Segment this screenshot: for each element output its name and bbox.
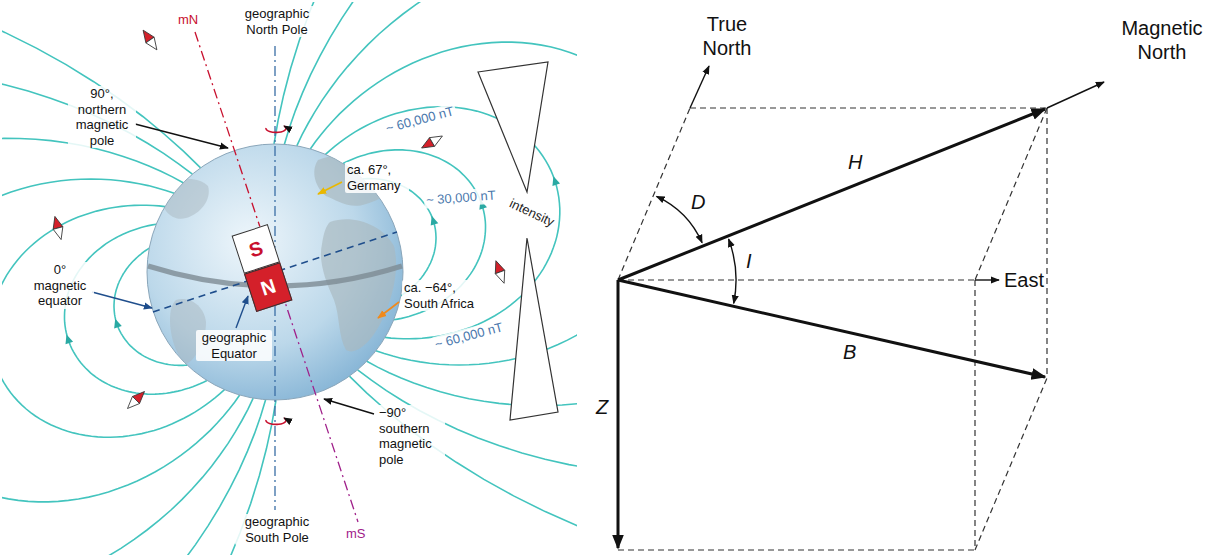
direction-label: East — [1004, 268, 1044, 292]
vector-z — [617, 280, 620, 548]
box-edges — [618, 108, 1047, 550]
compass-needle — [50, 215, 66, 241]
angle-symbol: D — [691, 190, 705, 214]
pole-label: geographic South Pole — [235, 514, 319, 545]
equator-label: geographic Equator — [196, 330, 272, 361]
magnet-pole-letter: N — [258, 274, 279, 300]
drawing-part — [124, 396, 140, 412]
equator-label: 0° magnetic equator — [26, 262, 94, 309]
leader-arrow — [92, 292, 152, 308]
vector-h — [618, 109, 1045, 280]
direction-label: Magnetic North — [1110, 16, 1214, 64]
box-edge — [618, 279, 975, 280]
intensity-wedge — [478, 62, 548, 192]
vector-symbol: B — [843, 340, 856, 364]
drawing-part — [146, 37, 161, 53]
intensity-value: ~ 60,000 nT — [431, 319, 506, 353]
leader-arrow — [318, 182, 342, 194]
drawing-part — [53, 227, 66, 241]
leader-arrow — [324, 399, 374, 414]
field-line — [284, 2, 577, 475]
location-label: ca. 67°, Germany — [345, 162, 409, 193]
angle-symbol: I — [746, 249, 752, 273]
pole-label: 90°, northern magnetic pole — [68, 86, 136, 148]
intensity-wedge — [510, 238, 558, 420]
box-edge — [974, 280, 975, 550]
magnetic-axis-south — [275, 272, 358, 522]
field-lines — [2, 2, 577, 555]
leader-arrow — [236, 296, 248, 328]
axis-label: mN — [176, 12, 200, 28]
compass-needle — [124, 388, 148, 412]
location-label: ca. −64°, South Africa — [402, 280, 486, 311]
direction-arrow — [1047, 82, 1104, 108]
direction-arrow — [690, 66, 709, 108]
magnet-pole-letter: S — [246, 236, 266, 262]
leader-arrow — [135, 124, 228, 148]
pole-label: geographic North Pole — [235, 6, 319, 37]
box-edge — [618, 549, 975, 550]
inclination-arc — [729, 239, 736, 303]
drawing-part — [430, 132, 445, 147]
leader-arrow — [378, 302, 399, 318]
vector-symbol: H — [848, 150, 862, 174]
compass-needle — [139, 27, 161, 52]
pole-label: −90° southern magnetic pole — [377, 405, 445, 467]
box-edge — [690, 107, 1047, 108]
box-edge — [975, 378, 1047, 550]
intensity-label: intensity — [505, 195, 558, 231]
compass-needle — [491, 259, 509, 285]
vector-symbol: Z — [596, 395, 608, 419]
rotation-arrow — [266, 126, 286, 132]
field-arrow — [114, 319, 122, 329]
intensity-value: ~ 60,000 nT — [382, 103, 457, 137]
magnetic-equator — [153, 232, 397, 312]
box-edge — [1046, 108, 1047, 378]
drawing-part — [495, 270, 509, 285]
field-arrow — [552, 176, 560, 186]
direction-label: True North — [690, 12, 764, 60]
vector-b — [618, 280, 1045, 377]
axis-label: mS — [344, 526, 368, 542]
compass-needle — [419, 132, 445, 153]
field-arrow — [431, 216, 439, 226]
rotation-arrow — [266, 418, 286, 424]
direction-arrow — [975, 279, 999, 280]
field-arrow — [65, 334, 73, 344]
intensity-value: ~ 30,000 nT — [424, 187, 499, 208]
continent — [160, 179, 209, 219]
continent — [321, 219, 396, 351]
